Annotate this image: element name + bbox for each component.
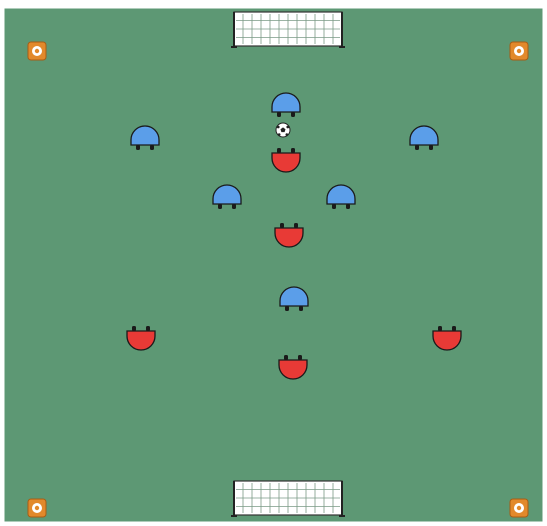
soccer-ball-icon xyxy=(276,123,290,137)
goal-net-icon xyxy=(236,14,340,44)
goal-bottom xyxy=(231,481,345,517)
ball-layer xyxy=(276,123,290,137)
cone-icon xyxy=(28,42,46,60)
goal-net-icon xyxy=(236,483,340,513)
pitch-surface xyxy=(4,8,543,522)
cone-icon xyxy=(28,499,46,517)
goal-top xyxy=(231,12,345,48)
cone-icon xyxy=(510,499,528,517)
cone-icon xyxy=(510,42,528,60)
